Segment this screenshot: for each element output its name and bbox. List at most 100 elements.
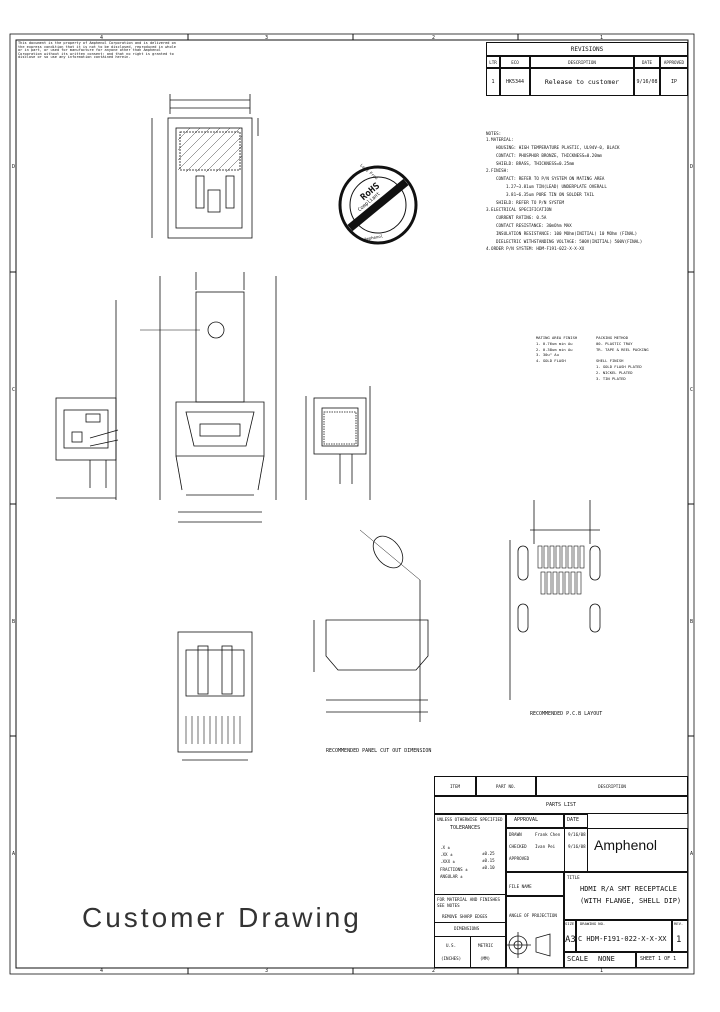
dwg-no-label: DRAWING NO. xyxy=(580,921,606,926)
note-line: SHIELD: REFER TO P/N SYSTEM xyxy=(496,199,565,205)
tol-divider xyxy=(434,894,506,895)
approval-date-cell xyxy=(564,814,588,828)
scale-value: NONE xyxy=(598,955,615,963)
note-line: CONTACT RESISTANCE: 30mOhm MAX xyxy=(496,222,572,228)
revisions-title: REVISIONS xyxy=(486,42,688,56)
disclaimer: This document is the property of Ampheno… xyxy=(18,41,176,60)
approval-drawn-date: 9/16/08 xyxy=(568,832,586,837)
tolerance-unless: UNLESS OTHERWISE SPECIFIED xyxy=(437,817,503,822)
zone-right-d: D xyxy=(690,164,694,170)
cad-file-label: FILE NAME xyxy=(509,884,532,889)
rear-view xyxy=(177,631,253,761)
right-side-view xyxy=(305,386,371,500)
rev-description: Release to customer xyxy=(530,68,634,96)
zone-top-1: 1 xyxy=(600,35,604,41)
rev-cell xyxy=(672,920,688,952)
zone-bottom-1: 1 xyxy=(600,968,604,974)
rohs-stamp xyxy=(338,165,418,245)
tol-dimensions: DIMENSIONS xyxy=(454,926,480,931)
zone-left-b: B xyxy=(12,619,16,625)
approval-date-label: DATE xyxy=(567,817,580,823)
zone-top-2: 2 xyxy=(432,35,436,41)
size-label: SIZE xyxy=(565,921,575,926)
tol-material: FOR MATERIAL AND FINISHES xyxy=(437,897,501,902)
company-name: Amphenol xyxy=(594,837,658,853)
pn-mating-area: MATING AREA FINISH 1- 0.76um min Au 2- 0… xyxy=(536,335,578,364)
units-inches: (INCHES) xyxy=(441,956,462,961)
pcb-layout-label: RECOMMENDED P.C.B LAYOUT xyxy=(530,711,603,717)
projection-cell xyxy=(506,896,564,968)
note-line: 1.MATERIAL: xyxy=(486,137,514,143)
filename-cell xyxy=(506,872,564,896)
zone-left-c: C xyxy=(12,387,16,393)
sheet-cell xyxy=(636,952,688,968)
zone-right-c: C xyxy=(690,387,694,393)
drawing-title-line2: (WITH FLANGE, SHELL DIP) xyxy=(580,897,682,905)
tolerance-title: TOLERANCES xyxy=(450,825,481,831)
rev-header-eco: ECO xyxy=(500,56,530,68)
front-view xyxy=(140,272,277,523)
approval-checked-name: Ivan Pei xyxy=(535,844,556,849)
rev-date: 9/16/08 xyxy=(634,68,660,96)
zone-top-4: 4 xyxy=(100,35,104,41)
approval-checked: CHECKED xyxy=(509,844,527,849)
top-view xyxy=(151,94,259,239)
note-line: 2.FINISH: xyxy=(486,168,509,174)
panel-cutout-view xyxy=(313,529,429,722)
tol-remove-burrs: REMOVE SHARP EDGES xyxy=(442,914,488,919)
zone-right-a: A xyxy=(690,851,694,857)
size-cell xyxy=(564,920,576,952)
zone-left-d: D xyxy=(12,164,16,170)
notes-heading: NOTES: xyxy=(486,131,502,136)
zone-right-b: B xyxy=(690,619,694,625)
zone-bottom-2: 2 xyxy=(432,968,436,974)
parts-list-title: PARTS LIST xyxy=(434,796,688,814)
drawing-title-line1: HDMI R/A SMT RECEPTACLE xyxy=(580,885,677,893)
approval-checked-date: 9/16/08 xyxy=(568,844,586,849)
left-side-view xyxy=(55,300,119,500)
note-line: CONTACT: PHOSPHOR BRONZE, THICKNESS=0.20… xyxy=(496,152,602,158)
angle-of-projection: ANGLE OF PROJECTION xyxy=(509,913,557,918)
approval-drawn: DRAWN xyxy=(509,832,522,837)
notes-block: NOTES: 1.MATERIAL: HOUSING: HIGH TEMPERA… xyxy=(486,131,643,255)
pcb-layout-view xyxy=(509,500,601,700)
pn-packing-shell: PACKING METHOD 00- PLASTIC TRAY TR- TAPE… xyxy=(596,335,649,381)
parts-header-item: ITEM xyxy=(434,776,476,796)
units-divider xyxy=(470,936,471,968)
units-mm: (MM) xyxy=(480,956,491,961)
rev-ltr: 1 xyxy=(486,68,500,96)
note-line: 1.27~3.81um TIN(LEAD) UNDERPLATE OVERALL xyxy=(506,183,607,189)
tolerance-values: ±0.25 ±0.15 ±0.10 xyxy=(482,851,495,871)
zone-left-a: A xyxy=(12,851,16,857)
units-us: U.S. xyxy=(446,943,457,948)
rev-approved: IP xyxy=(660,68,688,96)
rev-eco: HK5344 xyxy=(500,68,530,96)
rev-label: REV. xyxy=(674,921,684,926)
note-line: 3.ELECTRICAL SPECIFICATION xyxy=(486,207,552,213)
note-line: 3.81~6.35um PURE TIN ON SOLDER TAIL xyxy=(506,191,595,197)
rev-header-ltr: LTR xyxy=(486,56,500,68)
parts-header-description: DESCRIPTION xyxy=(536,776,688,796)
dwg-no-value: C HDM-F191-022-X-X-XX xyxy=(578,935,667,943)
approval-approved: APPROVED xyxy=(509,856,530,861)
zone-top-3: 3 xyxy=(265,35,269,41)
parts-header-partno: PART NO. xyxy=(476,776,536,796)
title-cell xyxy=(564,872,688,920)
tolerance-lines: .X ± .XX ± .XXX ± FRACTIONS ± ANGULAR ± xyxy=(440,845,468,879)
scale-label: SCALE xyxy=(567,955,589,963)
approval-drawn-name: Frank Chen xyxy=(535,832,561,837)
note-line: CURRENT RATING: 0.5A xyxy=(496,215,547,221)
note-line: CONTACT: REFER TO P/N SYSTEM ON MATING A… xyxy=(496,176,605,182)
note-line: 4.ORDER P/N SYSTEM: HDM-F191-022-X-X-XX xyxy=(486,246,585,252)
note-line: DIELECTRIC WITHSTANDING VOLTAGE: 500V(IN… xyxy=(496,238,643,244)
dwg-cell xyxy=(576,920,672,952)
approval-header-cell xyxy=(506,814,564,828)
sheet-value: SHEET 1 OF 1 xyxy=(640,956,677,962)
panel-cutout-label: RECOMMENDED PANEL CUT OUT DIMENSION xyxy=(326,748,432,754)
rev-header-approved: APPROVED xyxy=(660,56,688,68)
note-line: INSULATION RESISTANCE: 100 MOhm(INITIAL)… xyxy=(496,230,638,236)
approval-title: APPROVAL xyxy=(514,817,539,823)
customer-drawing-label: Customer Drawing xyxy=(82,902,362,933)
scale-cell xyxy=(564,952,636,968)
